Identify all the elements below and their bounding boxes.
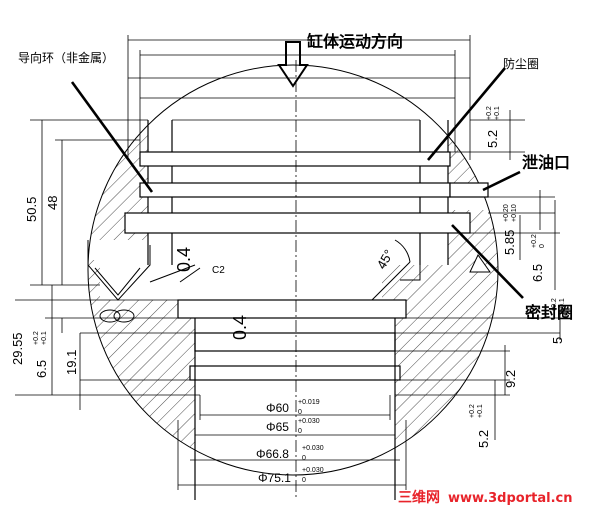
dim-phi-75-1-tol-up: +0.030 <box>302 467 324 474</box>
oil-port-marker <box>469 254 491 273</box>
seal-ring-label: 密封圈 <box>524 303 573 322</box>
detail-circle <box>87 64 499 476</box>
dim-phi-66-8-tol-up: +0.030 <box>302 445 324 452</box>
watermark-cn: 三维网 <box>398 489 440 506</box>
dim-phi-60: Φ60 <box>266 401 289 415</box>
direction-arrow <box>277 41 309 88</box>
dim-phi-60-tol-low: 0 <box>298 409 302 416</box>
dim-5-mid: 5 <box>550 337 565 344</box>
dim-6-5-left-tol-up: +0.2 <box>33 331 40 345</box>
radius-label-2: 0.4 <box>230 315 250 340</box>
top-dim-lines <box>127 35 471 160</box>
dim-5-2-bot: 5.2 <box>476 430 491 448</box>
dim-5-mid-tol-low: +0.1 <box>559 298 566 312</box>
chamfer-label: C2 <box>212 265 225 276</box>
dim-5-2-bot-tol-low: +0.1 <box>477 404 484 418</box>
radius-label-1: 0.4 <box>174 247 194 272</box>
dim-6-5-left: 6.5 <box>34 360 49 378</box>
dim-9-2: 9.2 <box>503 370 518 388</box>
guide-ring-label: 导向环（非金属） <box>18 50 114 65</box>
dim-48: 48 <box>45 196 60 210</box>
dim-phi-65-tol-low: 0 <box>298 428 302 435</box>
leader-lines <box>70 67 524 299</box>
dim-phi-66-8: Φ66.8 <box>256 447 289 461</box>
dim-5-85-tol-up: +0.20 <box>503 204 510 222</box>
oil-drain-label: 泄油口 <box>522 153 570 172</box>
dim-6-5-right-tol-low: 0 <box>539 244 546 248</box>
dim-19-1: 19.1 <box>64 350 79 375</box>
left-guide-detail <box>87 240 201 323</box>
dim-phi-65-tol-up: +0.030 <box>298 418 320 425</box>
dim-phi-65: Φ65 <box>266 420 289 434</box>
dim-5-2-top-tol-up: +0.2 <box>486 106 493 120</box>
bottom-dim-lines <box>177 395 407 490</box>
dim-5-2-bot-tol-up: +0.2 <box>469 404 476 418</box>
dim-phi-66-8-tol-low: 0 <box>302 455 306 462</box>
dim-6-5-right: 6.5 <box>530 264 545 282</box>
dim-50-5: 50.5 <box>24 197 39 222</box>
dim-phi-60-tol-up: +0.019 <box>298 399 320 406</box>
dim-5-mid-tol-up: +0.2 <box>551 298 558 312</box>
dim-5-85-tol-low: +0.10 <box>511 204 518 222</box>
dim-phi-75-1: Φ75.1 <box>258 471 291 485</box>
direction-label: 缸体运动方向 <box>306 32 403 51</box>
lower-bore <box>177 299 407 500</box>
dim-6-5-right-tol-up: +0.2 <box>531 234 538 248</box>
angle-detail <box>371 233 421 301</box>
watermark-url: www.3dportal.cn <box>448 491 572 506</box>
dust-ring-label: 防尘圈 <box>503 56 539 71</box>
dim-6-5-left-tol-low: +0.1 <box>41 331 48 345</box>
dim-phi-75-1-tol-low: 0 <box>302 477 306 484</box>
right-dim-lines <box>395 110 561 440</box>
dim-5-2-top-tol-low: +0.1 <box>494 106 501 120</box>
left-dim-lines <box>15 119 200 410</box>
dim-29-55: 29.55 <box>10 332 25 365</box>
dim-5-2-top: 5.2 <box>485 130 500 148</box>
seal-grooves <box>124 151 489 234</box>
dim-5-85: 5.85 <box>502 230 517 255</box>
